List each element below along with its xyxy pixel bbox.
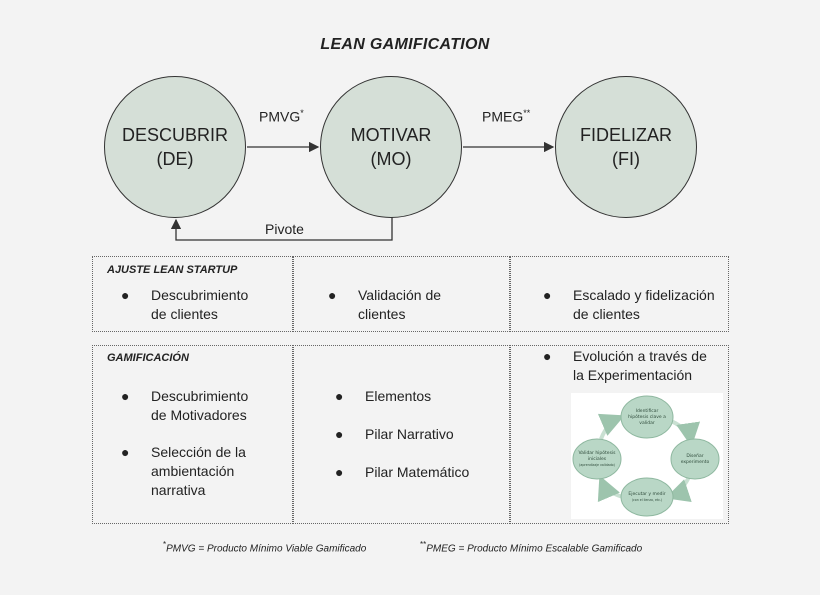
bullet-line: ambientación bbox=[151, 463, 235, 479]
bullet-dot: ● bbox=[335, 388, 344, 404]
bullet-dot: ● bbox=[543, 348, 552, 364]
lean-startup-title: AJUSTE LEAN STARTUP bbox=[107, 264, 238, 276]
bullet-line: Pilar Matemático bbox=[365, 464, 470, 480]
stage-fidelizar: FIDELIZAR (FI) bbox=[555, 76, 697, 218]
gamificacion-cell-1 bbox=[92, 345, 293, 524]
gam-bullet-evolucion: ● Evolución a través de la Experimentaci… bbox=[543, 347, 707, 385]
gamificacion-title: GAMIFICACIÓN bbox=[107, 352, 189, 364]
stage-name: DESCUBRIR bbox=[121, 125, 228, 145]
cycle-graphic: Identificar hipótesis clave a validar Di… bbox=[572, 395, 720, 517]
gamificacion-cell-2 bbox=[293, 345, 510, 524]
flow-label-mark: ** bbox=[523, 108, 531, 118]
cycle-bottom-1: Ejecutar y medir bbox=[628, 491, 665, 497]
bullet-line: la Experimentación bbox=[573, 367, 693, 383]
cycle-node-right bbox=[670, 438, 720, 480]
gam-bullet-ambientacion: ● Selección de la ambientación narrativa bbox=[121, 443, 246, 500]
stage-descubrir: DESCUBRIR (DE) bbox=[104, 76, 246, 218]
stage-name: MOTIVAR bbox=[350, 125, 432, 145]
bullet-dot: ● bbox=[543, 287, 552, 303]
stage-abbr: (DE) bbox=[156, 149, 194, 169]
lean-startup-cell-1 bbox=[92, 256, 293, 332]
cycle-top-2: hipótesis clave a bbox=[628, 413, 666, 420]
bullet-line: de Motivadores bbox=[151, 407, 247, 423]
bullet-dot: ● bbox=[335, 464, 344, 480]
cycle-right-1: Diseñar bbox=[686, 453, 703, 459]
bullet-line: Elementos bbox=[365, 388, 432, 404]
gam-bullet-motivadores: ● Descubrimiento de Motivadores bbox=[121, 387, 249, 425]
bullet-line: narrativa bbox=[151, 482, 206, 498]
stage-abbr: (FI) bbox=[612, 149, 640, 169]
bullet-dot: ● bbox=[335, 426, 344, 442]
footnote-text: PMEG = Producto Mínimo Escalable Gamific… bbox=[426, 543, 643, 555]
cycle-bottom-2: (con el lienzo, etc.) bbox=[632, 498, 662, 502]
bullet-line: Pilar Narrativo bbox=[365, 426, 454, 442]
gam-bullet-elementos: ● Elementos bbox=[335, 387, 432, 406]
bullet-dot: ● bbox=[121, 444, 130, 460]
experimentation-cycle: Identificar hipótesis clave a validar Di… bbox=[571, 393, 723, 519]
bullet-line: Descubrimiento bbox=[151, 388, 249, 404]
stage-name: FIDELIZAR bbox=[579, 125, 672, 145]
stage-motivar: MOTIVAR (MO) bbox=[320, 76, 462, 218]
cycle-top-3: validar bbox=[639, 420, 655, 426]
bullet-line: de clientes bbox=[151, 306, 218, 322]
gam-bullet-narrativo: ● Pilar Narrativo bbox=[335, 425, 454, 444]
flow-label-mark: * bbox=[300, 108, 304, 118]
flow-label-pmvg: PMVG* bbox=[259, 108, 304, 125]
cycle-left-1: Validar hipótesis bbox=[578, 449, 616, 456]
cycle-left-3: (aprendizaje validado) bbox=[579, 463, 615, 467]
cycle-right-2: experimento bbox=[681, 459, 710, 465]
footnote-pmeg: **PMEG = Producto Mínimo Escalable Gamif… bbox=[420, 540, 642, 554]
bullet-dot: ● bbox=[121, 287, 130, 303]
cycle-arrow-4 bbox=[597, 413, 625, 440]
gam-bullet-matematico: ● Pilar Matemático bbox=[335, 463, 470, 482]
cycle-node-bottom bbox=[620, 477, 674, 517]
bullet-dot: ● bbox=[121, 388, 130, 404]
lean-startup-cell-3 bbox=[510, 256, 729, 332]
bullet-line: Selección de la bbox=[151, 444, 246, 460]
footnote-pmvg: *PMVG = Producto Mínimo Viable Gamificad… bbox=[163, 540, 366, 554]
lean-bullet-escalado: ● Escalado y fidelización de clientes bbox=[543, 286, 715, 324]
cycle-node-left bbox=[572, 438, 622, 480]
arrow-pivote bbox=[170, 217, 393, 241]
bullet-line: Escalado y fidelización bbox=[573, 287, 715, 303]
footnote-mark: * bbox=[163, 540, 167, 549]
cycle-arrow-3 bbox=[597, 475, 624, 503]
flow-label-text: PMVG bbox=[259, 108, 301, 125]
flow-label-text: PMEG bbox=[482, 108, 524, 125]
bullet-line: Evolución a través de bbox=[573, 348, 707, 364]
bullet-line: clientes bbox=[358, 306, 406, 322]
stage-abbr: (MO) bbox=[370, 149, 412, 169]
footnote-text: PMVG = Producto Mínimo Viable Gamificado bbox=[166, 543, 367, 555]
gamificacion-cell-3 bbox=[510, 345, 729, 524]
lean-bullet-descubrimiento: ● Descubrimiento de clientes bbox=[121, 286, 249, 324]
flow-label-pivote: Pivote bbox=[265, 221, 304, 237]
cycle-node-top bbox=[620, 395, 674, 439]
bullet-line: Validación de bbox=[358, 287, 442, 303]
footnote-mark: ** bbox=[420, 540, 427, 549]
diagram-title: LEAN GAMIFICATION bbox=[320, 36, 490, 53]
lean-startup-cell-2 bbox=[293, 256, 510, 332]
flow-label-pmeg: PMEG** bbox=[482, 108, 530, 125]
bullet-dot: ● bbox=[328, 287, 337, 303]
bullet-line: Descubrimiento bbox=[151, 287, 249, 303]
cycle-top-1: Identificar bbox=[636, 408, 659, 414]
cycle-left-2: iniciales bbox=[588, 456, 607, 462]
lean-bullet-validacion: ● Validación de clientes bbox=[328, 286, 442, 324]
bullet-line: de clientes bbox=[573, 306, 640, 322]
